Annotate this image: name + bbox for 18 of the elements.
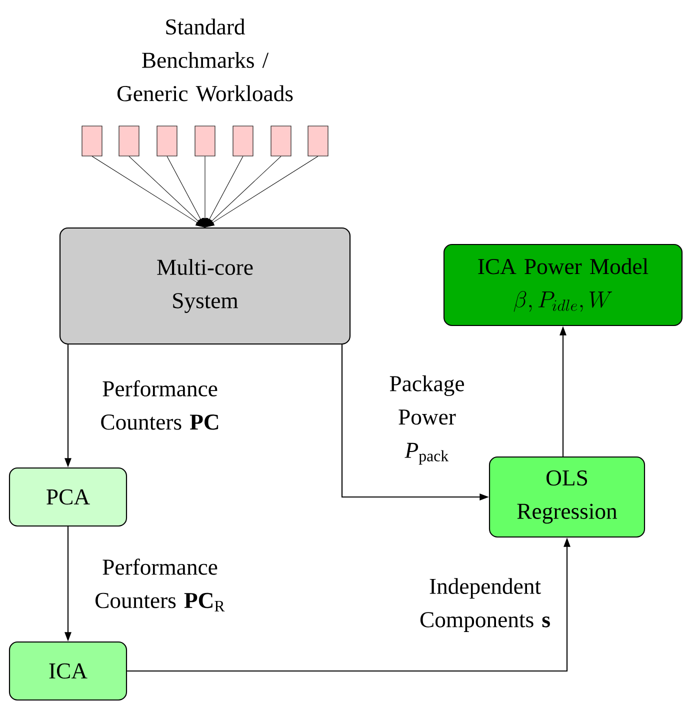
model-box: ICA Power Model $\beta, P_{idle}, W$ [443,244,683,326]
workload-box [270,126,292,156]
system-box: Multi-core System [59,227,351,345]
edge-label: Performance Counters PC [101,380,218,430]
workload-box [156,126,178,156]
edge-label: Performance Counters PC$_{R}$ [96,558,225,612]
workload-box [308,126,328,156]
process-box: PCA [8,467,128,527]
workload-box [232,126,254,156]
process-box: OLS Regression [488,456,646,538]
workload-box [118,126,140,156]
edge-label: Package Power P$_{pack}$ [390,375,464,465]
workload-box [194,126,216,156]
arrow [205,156,318,228]
process-box: ICA [8,641,128,701]
edge-label: Independent Components s [420,578,550,632]
workload-box [82,126,102,156]
heading-text: Standard Benchmarks / Generic Workloads [117,18,293,102]
